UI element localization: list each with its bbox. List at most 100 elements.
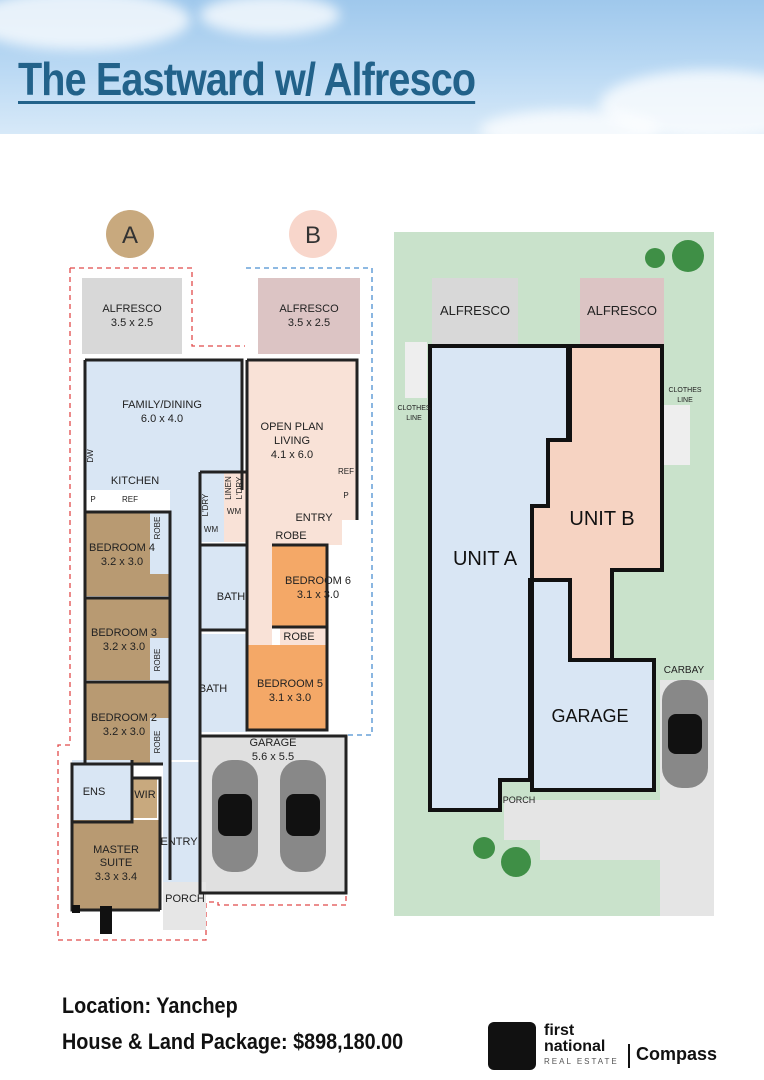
svg-text:ALFRESCO: ALFRESCO (587, 303, 657, 318)
logo-brand: Compass (636, 1044, 718, 1064)
svg-text:3.1 x 3.0: 3.1 x 3.0 (269, 692, 311, 704)
svg-text:ALFRESCO: ALFRESCO (102, 303, 162, 315)
svg-text:P: P (343, 491, 348, 500)
driveway (504, 680, 714, 916)
robe-6 (272, 525, 312, 545)
logo-first: first (544, 1022, 575, 1039)
svg-text:4.1 x 6.0: 4.1 x 6.0 (271, 449, 313, 461)
svg-text:PORCH: PORCH (503, 795, 536, 805)
svg-text:BEDROOM 5: BEDROOM 5 (257, 678, 323, 690)
open-plan-living (247, 360, 357, 520)
svg-text:P: P (90, 495, 95, 504)
footer-location: Location: Yanchep (62, 993, 238, 1018)
svg-text:PORCH: PORCH (165, 893, 205, 905)
svg-text:5.6 x 5.5: 5.6 x 5.5 (252, 751, 294, 763)
svg-text:ALFRESCO: ALFRESCO (279, 303, 339, 315)
svg-text:UNIT B: UNIT B (569, 508, 634, 530)
svg-text:3.2 x 3.0: 3.2 x 3.0 (101, 556, 143, 568)
site-alfresco-b (580, 278, 664, 344)
svg-text:3.3 x 3.4: 3.3 x 3.4 (95, 871, 137, 883)
bedroom-5 (247, 645, 327, 730)
svg-text:KITCHEN: KITCHEN (111, 475, 159, 487)
svg-text:L'DRY: L'DRY (201, 493, 210, 516)
alfresco-b (258, 278, 360, 354)
sky-banner (0, 0, 764, 134)
badge-a-label: A (122, 222, 138, 249)
svg-text:ENS: ENS (83, 786, 106, 798)
hall-b (247, 520, 272, 650)
site-alfresco-a (432, 278, 518, 346)
robe-4 (150, 512, 170, 574)
alfresco-a (82, 278, 182, 354)
svg-text:3.1 x 3.0: 3.1 x 3.0 (297, 589, 339, 601)
svg-text:BEDROOM 3: BEDROOM 3 (91, 627, 157, 639)
site-car (662, 680, 708, 788)
svg-text:ENTRY: ENTRY (295, 512, 333, 524)
bedroom-6 (272, 545, 327, 627)
robe-3 (150, 638, 170, 680)
svg-text:LINEN: LINEN (224, 476, 233, 500)
svg-text:WM: WM (227, 507, 242, 516)
svg-text:BEDROOM 2: BEDROOM 2 (91, 712, 157, 724)
svg-text:BEDROOM 4: BEDROOM 4 (89, 542, 155, 554)
svg-text:BATH: BATH (199, 683, 228, 695)
svg-text:BEDROOM 6: BEDROOM 6 (285, 575, 351, 587)
svg-text:CLOTHES: CLOTHES (397, 405, 430, 412)
svg-text:ROBE: ROBE (283, 631, 314, 643)
svg-text:BATH: BATH (217, 591, 246, 603)
svg-text:SUITE: SUITE (100, 857, 132, 869)
boundary-b (246, 267, 373, 736)
svg-text:CARBAY: CARBAY (664, 665, 705, 676)
svg-text:GARAGE: GARAGE (551, 706, 628, 726)
svg-text:WIR: WIR (134, 789, 155, 801)
svg-text:ROBE: ROBE (153, 731, 162, 754)
ensuite (72, 760, 132, 822)
svg-text:LINE: LINE (406, 415, 422, 422)
svg-text:ENTRY: ENTRY (160, 836, 198, 848)
logo-icon (488, 1022, 536, 1070)
badge-a (106, 210, 154, 258)
svg-text:GARAGE: GARAGE (249, 737, 296, 749)
svg-text:6.0 x 4.0: 6.0 x 4.0 (141, 413, 183, 425)
laundry-a (200, 472, 224, 542)
svg-text:FAMILY/DINING: FAMILY/DINING (122, 399, 202, 411)
svg-text:LINE: LINE (677, 397, 693, 404)
svg-text:REF: REF (122, 495, 138, 504)
svg-text:DW: DW (86, 449, 95, 463)
svg-text:3.5 x 2.5: 3.5 x 2.5 (111, 317, 153, 329)
badge-b-label: B (305, 222, 321, 249)
svg-text:3.2 x 3.0: 3.2 x 3.0 (103, 726, 145, 738)
svg-text:ALFRESCO: ALFRESCO (440, 303, 510, 318)
svg-text:CLOTHES: CLOTHES (668, 387, 701, 394)
logo-national: national (544, 1038, 606, 1055)
svg-text:ROBE: ROBE (153, 517, 162, 540)
svg-text:ROBE: ROBE (153, 649, 162, 672)
svg-text:3.5 x 2.5: 3.5 x 2.5 (288, 317, 330, 329)
badge-b (289, 210, 337, 258)
car-2 (280, 760, 326, 872)
logo: first national REAL ESTATE Compass (488, 1022, 728, 1070)
hall-a (170, 490, 200, 760)
svg-text:UNIT A: UNIT A (453, 548, 518, 570)
site-garage (530, 578, 656, 792)
svg-text:LIVING: LIVING (274, 435, 310, 447)
wir (132, 778, 157, 818)
footer-package: House & Land Package: $898,180.00 (62, 1029, 404, 1054)
master-suite (72, 820, 160, 910)
robe-5 (280, 628, 327, 645)
svg-text:MASTER: MASTER (93, 844, 139, 856)
svg-text:3.2 x 3.0: 3.2 x 3.0 (103, 641, 145, 653)
svg-text:L'DRY: L'DRY (235, 476, 244, 499)
svg-text:WM: WM (204, 525, 219, 534)
bath-b (200, 634, 247, 732)
family-dining (85, 360, 242, 490)
page-title: The Eastward w/ Alfresco (18, 53, 476, 105)
logo-sub: REAL ESTATE (544, 1057, 619, 1066)
svg-text:ROBE: ROBE (275, 530, 306, 542)
svg-text:REF: REF (338, 467, 354, 476)
svg-text:OPEN PLAN: OPEN PLAN (261, 421, 324, 433)
robe-2 (150, 718, 170, 764)
car-1 (212, 760, 258, 872)
